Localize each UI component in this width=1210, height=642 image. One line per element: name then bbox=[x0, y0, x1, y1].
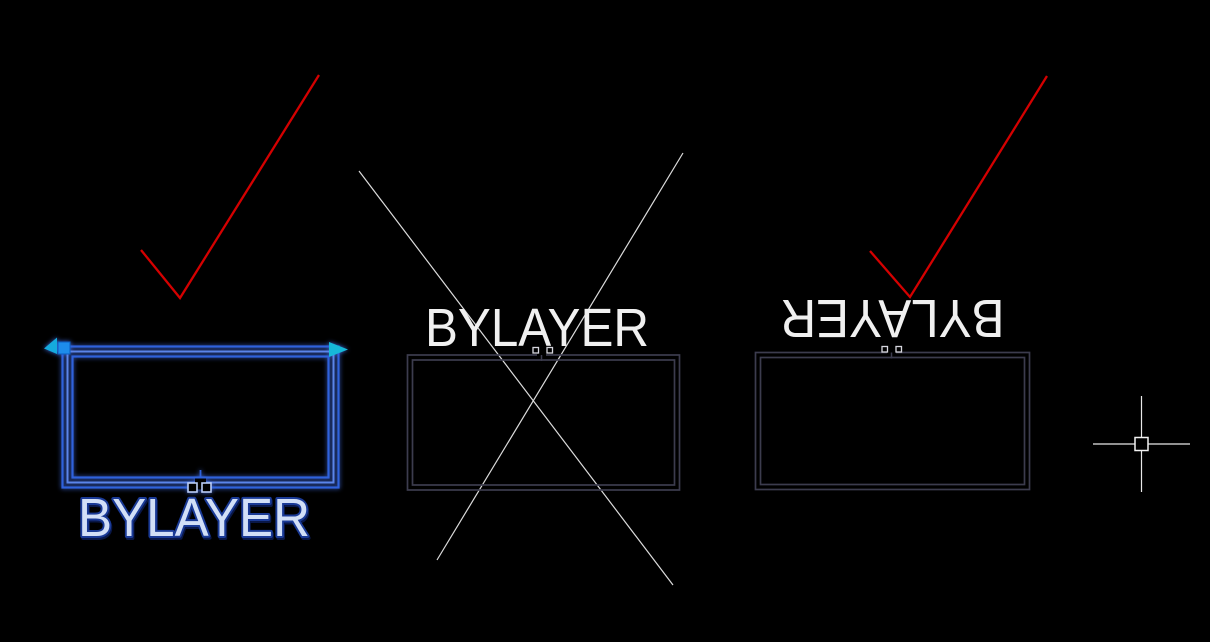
x-mark-stroke-2 bbox=[436, 152, 684, 561]
flip-arrow-left-icon[interactable] bbox=[44, 337, 57, 355]
selected-rect-inner[interactable] bbox=[71, 355, 330, 479]
x-mark-stroke-1 bbox=[358, 170, 674, 586]
attribute-marker bbox=[895, 345, 903, 353]
attribute-marker bbox=[201, 482, 212, 493]
selected-rect-mid[interactable] bbox=[66, 350, 335, 484]
attribute-marker bbox=[546, 346, 554, 354]
original-rect-inner[interactable] bbox=[411, 359, 676, 486]
attribute-marker bbox=[187, 482, 198, 493]
mirrored-rect-inner[interactable] bbox=[759, 356, 1026, 486]
selected-attr-markers bbox=[187, 482, 212, 493]
original-rect-outer[interactable] bbox=[406, 354, 681, 491]
selected-rect-gap bbox=[195, 478, 206, 490]
checkmark-right-icon bbox=[869, 75, 1048, 299]
bylayer-text-mirrored[interactable]: BYLAYER bbox=[781, 288, 1005, 348]
x-mark-icon bbox=[358, 152, 684, 586]
mirrored-rect-outer[interactable] bbox=[754, 351, 1031, 491]
attribute-marker bbox=[532, 346, 540, 354]
bylayer-text-original[interactable]: BYLAYER bbox=[425, 298, 649, 358]
block-mirrored[interactable] bbox=[754, 345, 1031, 491]
block-original[interactable] bbox=[406, 346, 681, 491]
checkmark-left-icon bbox=[140, 74, 320, 300]
mirrored-attr-markers bbox=[881, 345, 903, 353]
selected-rect-outer[interactable] bbox=[61, 345, 340, 489]
pickbox bbox=[1134, 436, 1149, 452]
attribute-marker bbox=[881, 345, 889, 353]
grip-square[interactable] bbox=[57, 341, 71, 355]
original-attr-markers bbox=[532, 346, 554, 354]
bylayer-text-selected[interactable]: BYLAYER bbox=[76, 486, 312, 550]
crosshair-cursor bbox=[1093, 396, 1190, 492]
flip-arrow-right-icon[interactable] bbox=[329, 342, 348, 357]
block-selected[interactable] bbox=[44, 337, 348, 493]
